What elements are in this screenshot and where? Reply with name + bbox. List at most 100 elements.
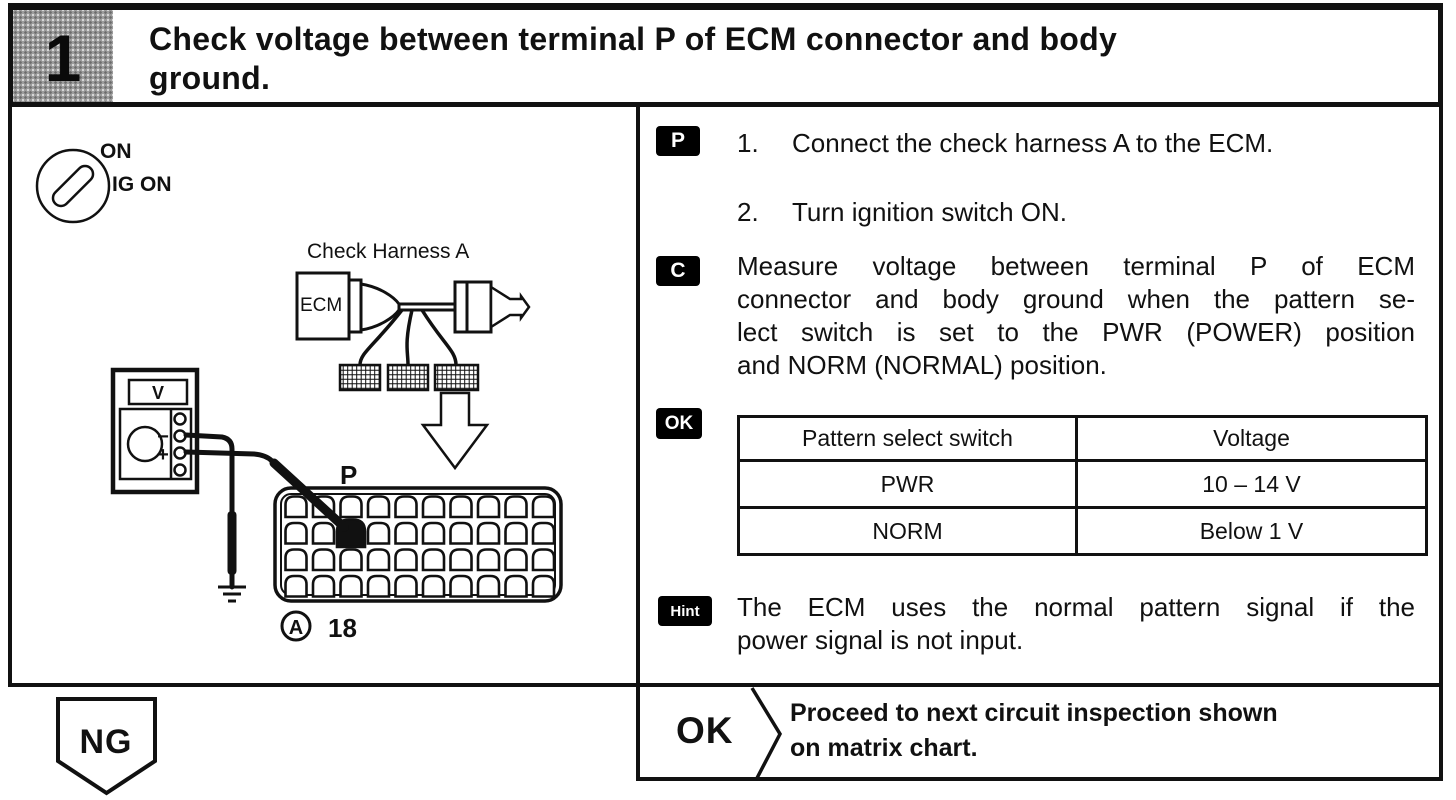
ok-chevron-icon [750,687,783,781]
terminal-pin [394,521,418,545]
content-box [8,107,1443,687]
check-line-2: connector and body ground when the patte… [737,284,1415,314]
terminal-pin [476,548,501,572]
harness-connector-2 [386,363,430,392]
step-2-text: Turn ignition switch ON. [792,197,1068,227]
test-leads [183,432,349,603]
circuit-diagram: ON IG ON Check Harness A ECM [35,140,563,643]
ok-action-line-2: on matrix chart. [790,734,978,762]
terminal-pin [531,548,556,572]
ecm-connector-face [273,486,563,603]
terminal-pin [366,495,391,519]
terminal-pin [339,495,363,519]
terminal-pin [531,495,556,519]
hint-line-2: power signal is not input. [737,625,1024,655]
terminal-pin [284,574,308,598]
terminal-pin [449,574,473,598]
terminal-pin [284,521,308,545]
terminal-pin [504,574,528,598]
step-1-text: Connect the check harness A to the ECM. [792,128,1274,158]
terminal-pin [531,574,556,598]
terminal-pin [421,495,446,519]
terminal-pin [476,495,501,519]
ok-result-label: OK [676,710,734,751]
harness-connector-1 [338,363,382,392]
terminal-pin [394,574,418,598]
ok-result-box [636,687,1443,781]
harness-connector-3 [433,363,480,392]
terminal-pin [504,548,528,572]
terminal-pin [284,548,308,572]
terminal-pin [504,521,528,545]
hint-line-1: The ECM uses the normal pattern signal i… [737,592,1415,622]
cell-pwr: PWR [737,459,1078,509]
step-title-line2: ground. [149,60,271,96]
header-pattern-select: Pattern select switch [737,415,1078,462]
ok-action-line-1: Proceed to next circuit inspection shown [790,699,1278,727]
hint-badge: Hint [658,596,712,626]
terminal-pin [366,521,391,545]
step-number: 1 [44,21,82,95]
hint-text: The ECM uses the normal pattern signal i… [737,591,1415,657]
step-title-line1: Check voltage between terminal P of ECM … [149,21,1118,57]
cell-norm-voltage: Below 1 V [1075,506,1428,556]
ground-probe [227,511,237,575]
terminal-pin [421,548,446,572]
minus-terminal-label: − [157,426,169,448]
step-1-number: 1. [737,128,759,158]
terminal-pin [421,574,446,598]
terminal-pin [531,521,556,545]
connector-id-badge: A [280,610,312,642]
check-instruction: Measure voltage between terminal P of EC… [737,250,1415,382]
terminal-pin [366,574,391,598]
terminal-grid [284,495,556,598]
plus-terminal-label: + [157,444,169,466]
check-line-4: and NORM (NORMAL) position. [737,350,1107,380]
ground-symbol [218,585,246,603]
terminal-pin [366,548,391,572]
terminal-p-label: P [340,460,357,490]
prepare-badge: P [656,126,700,156]
ng-label: NG [80,723,133,761]
terminal-pin [476,574,501,598]
table-row: NORM Below 1 V [737,506,1428,556]
check-harness-label: Check Harness A [307,240,469,263]
check-line-1: Measure voltage between terminal P of EC… [737,251,1415,281]
cell-norm: NORM [737,506,1078,556]
ng-result-badge: NG [56,697,157,796]
step-title: Check voltage between terminal P of ECM … [149,20,1117,98]
terminal-pin [449,548,473,572]
positive-probe [269,458,349,532]
column-divider [636,103,640,687]
voltmeter-icon: V − + [110,367,200,495]
terminal-pin [394,548,418,572]
step-2-number: 2. [737,197,759,227]
terminal-pin [339,574,363,598]
ignition-switch-icon: ON IG ON [35,140,172,224]
procedure-step-1: 1. Connect the check harness A to the EC… [737,127,1417,160]
voltmeter-v-label: V [152,383,164,403]
check-line-3: lect switch is set to the PWR (POWER) po… [737,317,1415,347]
step-header: 1 Check voltage between terminal P of EC… [8,3,1443,107]
ok-spec-badge: OK [656,408,702,439]
terminal-pin [311,548,336,572]
table-header-row: Pattern select switch Voltage [737,415,1428,462]
terminal-pin [311,521,336,545]
voltage-spec-table: Pattern select switch Voltage PWR 10 – 1… [737,415,1428,556]
terminal-number-label: 18 [328,613,357,643]
check-badge: C [656,256,700,286]
terminal-pin [311,574,336,598]
header-voltage: Voltage [1075,415,1428,462]
ignition-ig-on-label: IG ON [112,173,172,196]
cell-pwr-voltage: 10 – 14 V [1075,459,1428,509]
check-harness-drawing: Check Harness A ECM [295,240,531,392]
connector-id-label: A [289,617,303,639]
table-row: PWR 10 – 14 V [737,459,1428,509]
terminal-pin [449,521,473,545]
terminal-pin [504,495,528,519]
ok-action-text: Proceed to next circuit inspection shown… [790,696,1430,766]
terminal-pin [421,521,446,545]
terminal-pin [394,495,418,519]
terminal-pin [476,521,501,545]
